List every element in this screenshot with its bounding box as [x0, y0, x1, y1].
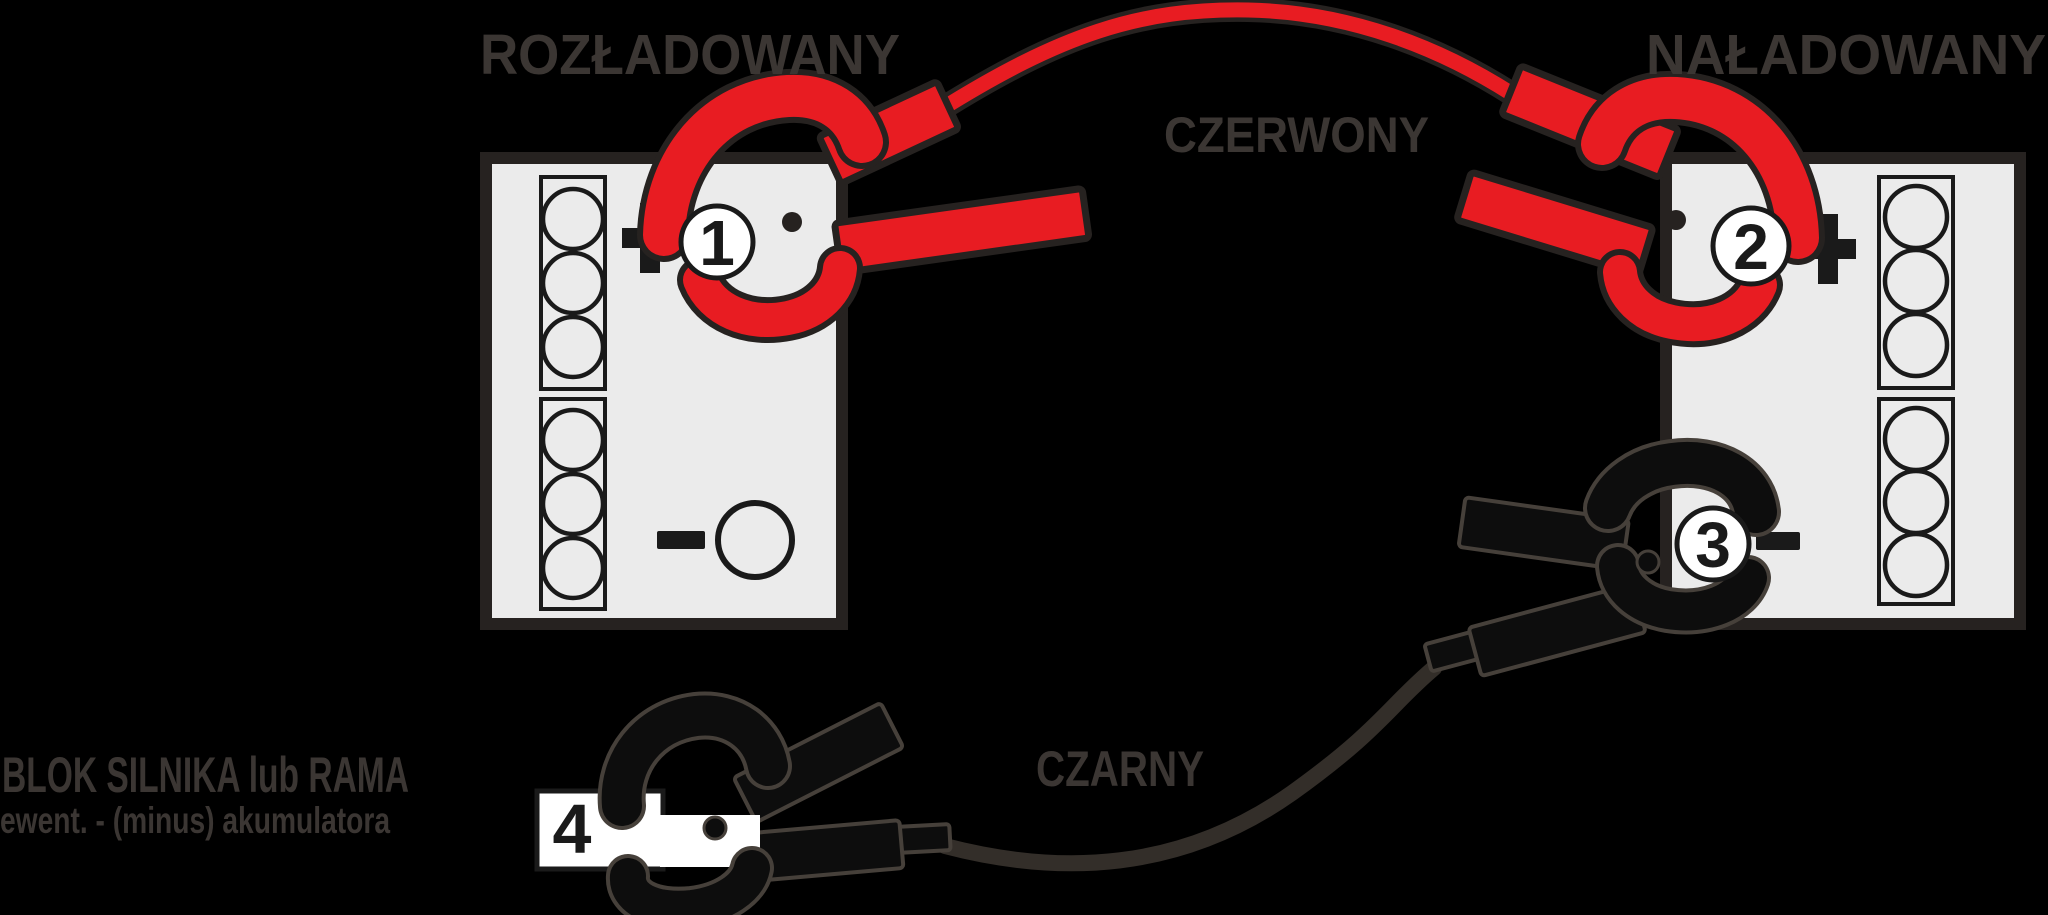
- plus-symbol: [1800, 214, 1856, 284]
- cell-cap: [1882, 311, 1950, 379]
- ground-label-line2: ewent. - (minus) akumulatora: [0, 800, 390, 841]
- red-cable: [928, 0, 1524, 122]
- left-battery-cells-top: [539, 175, 607, 391]
- clamp-1-pivot: [782, 212, 802, 232]
- minus-symbol: [1756, 532, 1800, 550]
- clamp-4-lower-jaw: [610, 850, 770, 915]
- cell-group-frame: [1877, 397, 1955, 606]
- clamp-4-pivot: [702, 815, 728, 841]
- cell-cap: [540, 250, 606, 316]
- red-cable-label: CZERWONY: [1164, 107, 1429, 163]
- red-cable-wire: [932, 2, 1520, 118]
- step-badge-circle: [1710, 205, 1792, 287]
- ground-label-line1: BLOK SILNIKA lub RAMA: [2, 747, 409, 803]
- black-cable-wire: [937, 660, 1442, 872]
- cell-cap: [540, 186, 606, 252]
- step-number-1: 1: [699, 207, 735, 279]
- step-badge-circle: [1674, 505, 1752, 583]
- clamp-1-lower-handle: [831, 185, 1093, 276]
- left-battery-cells-bottom: [539, 397, 607, 611]
- step-badge-3: 3: [1674, 505, 1752, 583]
- step-badge-circle: [678, 203, 756, 281]
- clamp-2-lower-handle: [1454, 169, 1656, 278]
- negative-terminal: [715, 500, 795, 580]
- right-battery-case: [1660, 152, 2026, 630]
- step-badge-1: 1: [678, 203, 756, 281]
- clamp-2-pivot: [1666, 210, 1686, 230]
- clamp-2-upper-jaw: [1581, 76, 1819, 259]
- clamp-3-black-negative-right: [1423, 438, 1781, 678]
- clamp-1-lower-jaw: [683, 251, 857, 338]
- right-battery-cells-bottom: [1877, 397, 1955, 606]
- clamp-4-black-ground: 4: [534, 691, 953, 915]
- clamp-3-upper-jaw: [1587, 442, 1777, 533]
- step-number-2: 2: [1733, 211, 1769, 283]
- clamp-4-upper-jaw: [601, 695, 788, 826]
- right-battery-label: NAŁADOWANY: [1646, 23, 2046, 87]
- step-number-4: 4: [553, 790, 592, 868]
- black-cable-label: CZARNY: [1036, 741, 1204, 797]
- clamp-4-upper-handle: [733, 702, 904, 823]
- cell-group-frame: [1877, 175, 1955, 390]
- cell-cap: [1882, 531, 1950, 599]
- clamp-3-pivot: [1635, 549, 1661, 575]
- clamp-1-upper-jaw: [643, 74, 883, 256]
- clamp-1-red-positive-left: [637, 68, 1093, 344]
- step-number-3: 3: [1695, 509, 1731, 581]
- cell-cap: [540, 471, 606, 537]
- left-battery-label: ROZŁADOWANY: [480, 23, 900, 87]
- clamp-3-lower-jaw: [1599, 547, 1767, 631]
- right-battery-cells-top: [1877, 175, 1955, 390]
- cell-cap: [540, 407, 606, 473]
- cell-cap: [540, 314, 606, 380]
- right-battery: [1660, 152, 2026, 630]
- clamp-2-lower-jaw: [1603, 255, 1777, 342]
- clamp-2-red-positive-right: [1454, 63, 1825, 348]
- cell-cap: [540, 535, 606, 601]
- minus-symbol: [657, 531, 705, 549]
- step-badge-2: 2: [1710, 205, 1792, 287]
